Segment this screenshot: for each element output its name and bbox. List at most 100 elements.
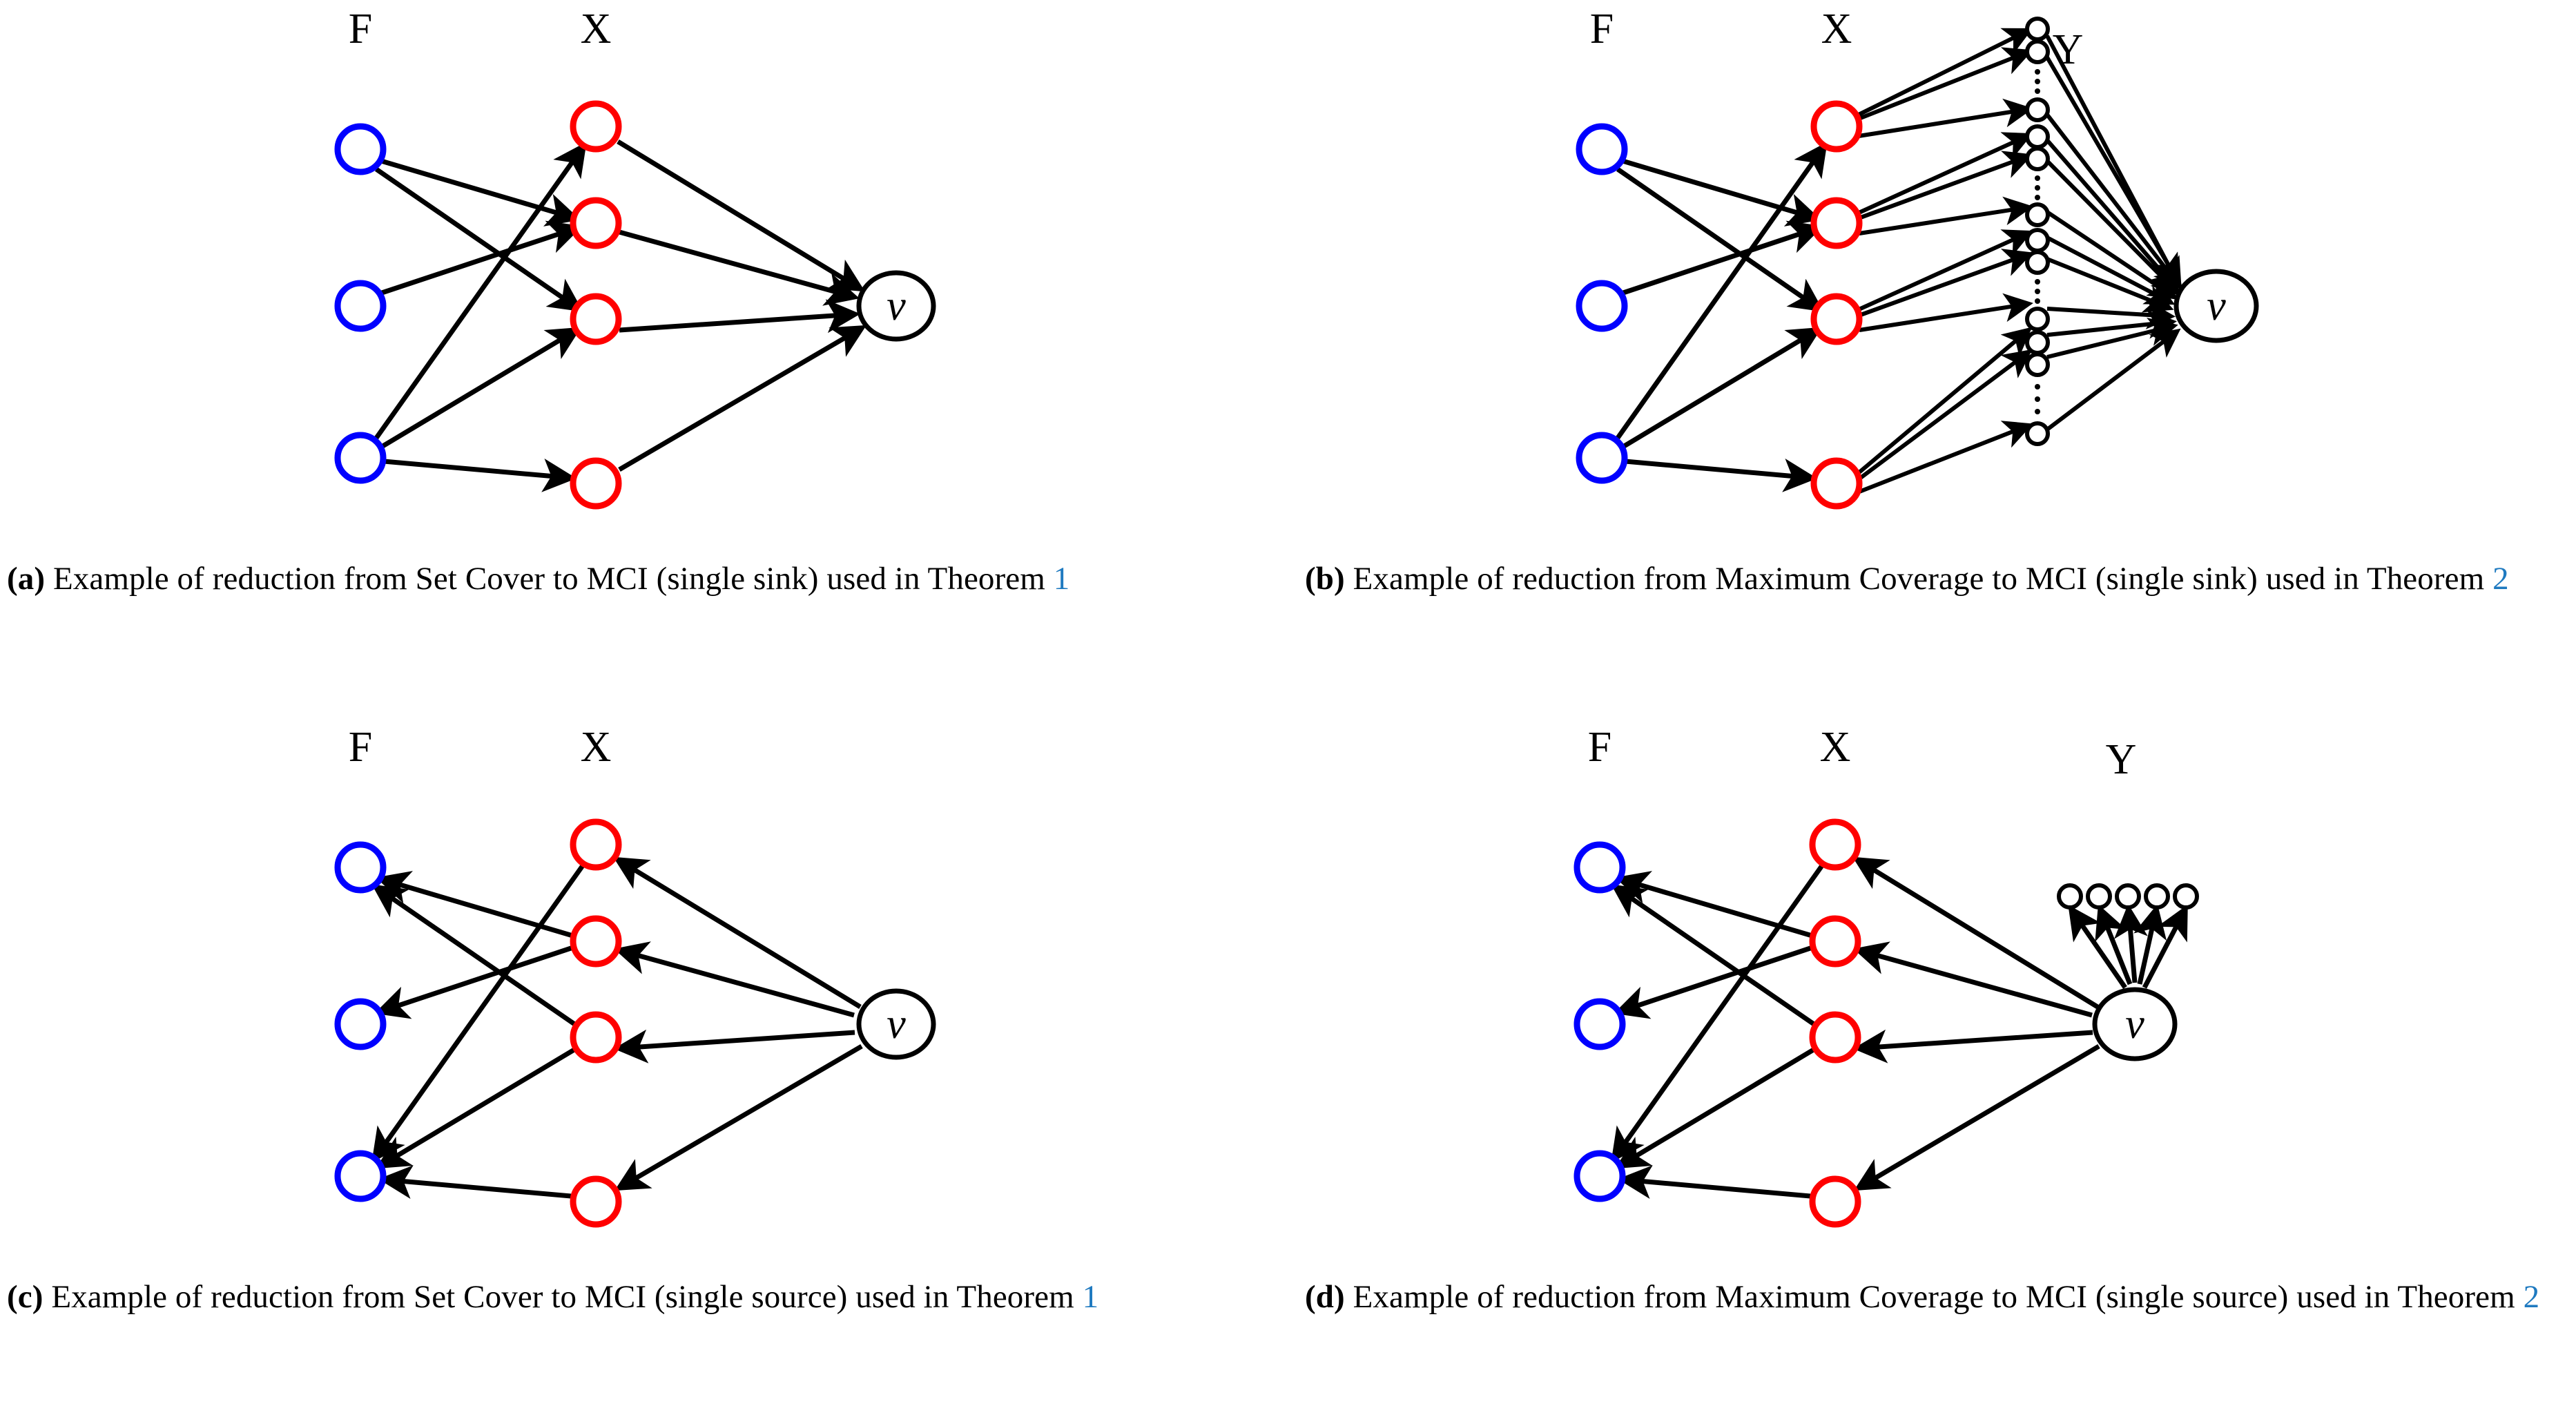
node-y-7[interactable] (2025, 228, 2050, 253)
edge-x3-f1 (371, 884, 580, 1029)
panel-c-svg: F X (334, 724, 936, 1228)
edge-v-y2 (2095, 904, 2133, 985)
edge-x2-y4 (1854, 132, 2033, 216)
y-node-group (2057, 883, 2199, 910)
node-x-4[interactable] (1810, 457, 1863, 510)
panel-b-diagram: F X Y (1298, 0, 2576, 552)
panel-c-diagram: F X (0, 718, 1278, 1271)
node-f-1[interactable] (1576, 123, 1628, 175)
caption-a: (a) Example of reduction from Set Cover … (7, 552, 1270, 605)
edge-x2-y6 (1859, 196, 2033, 235)
edge-f3-x1 (1614, 142, 1828, 442)
node-x-2[interactable] (1809, 915, 1861, 968)
node-y-5[interactable] (2025, 146, 2050, 171)
edge-v-x3 (613, 1029, 855, 1064)
caption-c-theorem-ref[interactable]: 1 (1082, 1279, 1099, 1315)
node-y-11[interactable] (2025, 352, 2050, 377)
edge-v-y3 (2114, 903, 2148, 983)
edge-x1-y2 (1857, 47, 2033, 121)
node-x-3[interactable] (570, 1011, 622, 1064)
node-v-label: v (2125, 1001, 2144, 1048)
node-y-12[interactable] (2025, 421, 2050, 446)
node-y-2[interactable] (2025, 39, 2050, 64)
node-v[interactable] (2173, 269, 2259, 343)
node-x-4[interactable] (570, 1175, 622, 1228)
node-x-3[interactable] (1809, 1011, 1861, 1064)
node-y-10[interactable] (2025, 330, 2050, 355)
edge-v-x4 (1853, 1043, 2100, 1191)
node-x-2[interactable] (1810, 197, 1863, 249)
node-y-3[interactable] (2115, 883, 2141, 910)
node-f-1[interactable] (334, 123, 387, 175)
caption-a-theorem-ref[interactable]: 1 (1053, 561, 1070, 597)
node-y-4[interactable] (2144, 883, 2170, 910)
caption-a-text: Example of reduction from Set Cover to M… (45, 561, 1054, 597)
node-y-3[interactable] (2025, 97, 2050, 122)
node-x-1[interactable] (570, 818, 622, 871)
node-f-3[interactable] (334, 1150, 387, 1202)
y-dot-1c (2035, 88, 2040, 94)
node-v[interactable] (2092, 987, 2178, 1061)
y-dot-1a (2035, 69, 2040, 75)
node-y-4[interactable] (2025, 124, 2050, 149)
edge-y11-v (2046, 317, 2178, 359)
edge-x3-y8 (1857, 249, 2033, 318)
node-x-1[interactable] (570, 100, 622, 153)
edge-x4-f3 (378, 1165, 572, 1200)
node-v[interactable] (856, 270, 936, 342)
edge-x3-y9 (1859, 293, 2033, 332)
node-f-3[interactable] (334, 432, 387, 484)
node-f-1[interactable] (334, 841, 387, 894)
y-dot-4b (2035, 396, 2040, 402)
panel-a-svg: F X (334, 6, 936, 510)
node-y-1[interactable] (2025, 17, 2050, 41)
node-x-4[interactable] (1809, 1175, 1861, 1228)
edge-x1-f3 (371, 863, 585, 1163)
node-x-2[interactable] (570, 197, 622, 249)
node-x-2[interactable] (570, 915, 622, 968)
node-y-9[interactable] (2025, 307, 2050, 331)
edge-v-x2 (614, 941, 855, 1018)
node-f-2[interactable] (1576, 280, 1628, 332)
edge-f3-x4 (383, 458, 577, 492)
edge-x2-f2 (1614, 943, 1818, 1019)
node-f-2[interactable] (334, 998, 387, 1050)
node-y-5[interactable] (2173, 883, 2199, 910)
node-f-3[interactable] (1576, 432, 1628, 484)
node-y-6[interactable] (2025, 202, 2050, 227)
y-dot-4c (2035, 409, 2040, 414)
y-dot-2a (2035, 175, 2040, 181)
node-f-3[interactable] (1573, 1150, 1626, 1202)
edge-x1-f3 (1611, 863, 1825, 1163)
node-x-4[interactable] (570, 457, 622, 510)
node-f-1[interactable] (1573, 841, 1626, 894)
edge-x1-y3 (1858, 98, 2033, 138)
caption-d-theorem-ref[interactable]: 2 (2523, 1279, 2540, 1315)
node-v[interactable] (856, 988, 936, 1060)
panel-d-svg: F X Y (1573, 724, 2199, 1228)
node-x-3[interactable] (1810, 293, 1863, 345)
node-f-2[interactable] (1573, 998, 1626, 1050)
node-x-1[interactable] (1809, 818, 1861, 871)
node-x-1[interactable] (1810, 100, 1863, 153)
edge-f3-x3 (1620, 327, 1823, 450)
edge-x4-y11 (1857, 349, 2033, 481)
edges-x4-to-y (1854, 327, 2033, 494)
caption-a-tag: (a) (7, 561, 46, 597)
edge-y12-v (2046, 328, 2181, 432)
edge-x3-f1 (1611, 884, 1819, 1029)
caption-c-text: Example of reduction from Set Cover to M… (43, 1279, 1083, 1315)
edge-x4-y12 (1858, 421, 2033, 494)
edges-x-to-f (371, 863, 585, 1200)
node-y-2[interactable] (2086, 883, 2112, 910)
caption-d-text: Example of reduction from Maximum Covera… (1344, 1279, 2524, 1315)
node-y-8[interactable] (2025, 250, 2050, 275)
edge-x3-f3 (375, 1046, 578, 1169)
node-f-2[interactable] (334, 280, 387, 332)
node-x-3[interactable] (570, 293, 622, 345)
caption-d: (d) Example of reduction from Maximum Co… (1305, 1271, 2575, 1323)
edge-f1-x2 (380, 158, 581, 227)
caption-b-theorem-ref[interactable]: 2 (2492, 561, 2509, 597)
node-y-1[interactable] (2057, 883, 2083, 910)
